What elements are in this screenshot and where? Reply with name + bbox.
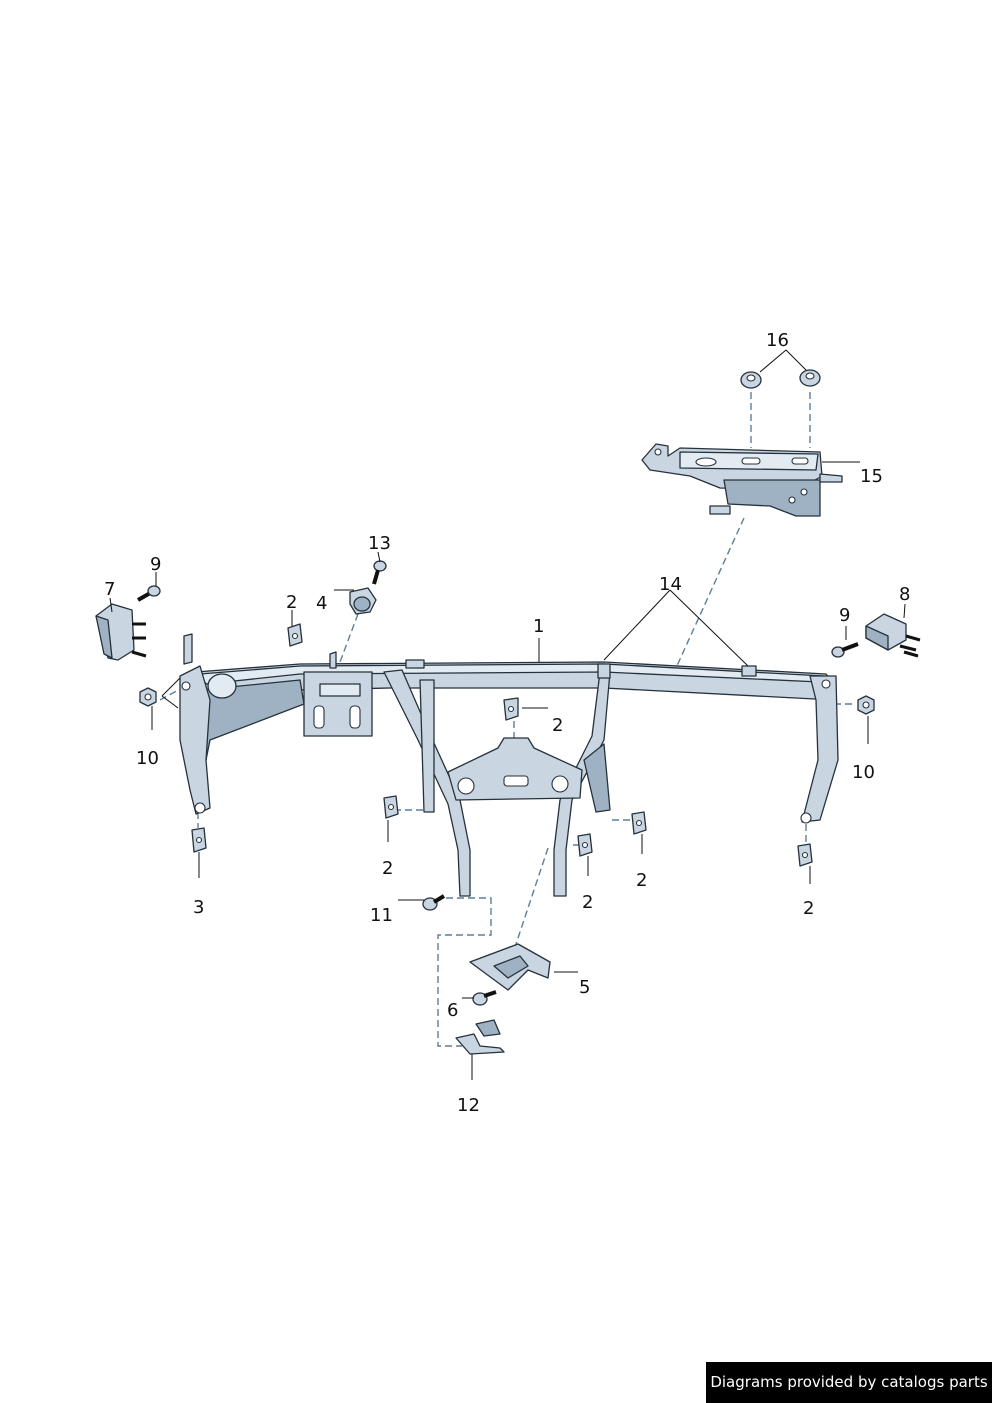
callout-12: 12 [457, 1095, 480, 1116]
support-part-12 [455, 1019, 505, 1055]
bracket-part-15 [641, 443, 843, 517]
nut-part-10-right [857, 695, 875, 715]
callout-8: 8 [899, 584, 910, 605]
bolt-part-9-right [831, 642, 859, 658]
callout-7: 7 [104, 579, 115, 600]
cross-member-part-1 [179, 633, 839, 897]
clip-nut-part-2-b [503, 697, 519, 721]
callout-2-a: 2 [286, 592, 297, 613]
callout-2-e: 2 [636, 870, 647, 891]
callout-11: 11 [370, 905, 393, 926]
nut-part-10-left [139, 687, 157, 707]
callout-2-b: 2 [552, 715, 563, 736]
callout-1: 1 [533, 616, 544, 637]
callout-2-d: 2 [582, 892, 593, 913]
callout-3: 3 [193, 897, 204, 918]
callout-15: 15 [860, 466, 883, 487]
callout-labels: 1 2 2 2 2 2 2 3 4 5 6 7 8 9 9 10 10 11 1… [104, 330, 910, 1116]
nut-part-16-left [740, 371, 762, 389]
callout-6: 6 [447, 1000, 458, 1021]
bolt-part-6 [472, 990, 497, 1006]
clip-nut-part-2-c [383, 795, 399, 819]
callout-2-c: 2 [382, 858, 393, 879]
mount-part-8 [865, 613, 921, 658]
clip-nut-part-2-a [287, 623, 303, 647]
clip-nut-part-2-f [797, 843, 813, 867]
callout-9-right: 9 [839, 605, 850, 626]
callout-leader-lines [109, 349, 906, 1080]
callout-13: 13 [368, 533, 391, 554]
callout-14: 14 [659, 574, 682, 595]
callout-4: 4 [316, 593, 327, 614]
diagram-credit-banner: Diagrams provided by catalogs parts [706, 1362, 992, 1403]
callout-16: 16 [766, 330, 789, 351]
bolt-part-11 [422, 894, 446, 911]
mount-part-7 [95, 603, 147, 661]
callout-10-right: 10 [852, 762, 875, 783]
callout-2-f: 2 [803, 898, 814, 919]
buffer-part-4 [349, 587, 377, 615]
bracket-part-5 [469, 943, 551, 991]
nut-part-16-right [799, 369, 821, 387]
callout-9-left: 9 [150, 554, 161, 575]
clip-part-3 [191, 827, 207, 853]
clip-nut-part-2-e [631, 811, 647, 835]
bolt-part-9-left [137, 585, 161, 602]
clip-nut-part-2-d [577, 833, 593, 857]
bolt-part-13 [372, 560, 387, 585]
callout-5: 5 [579, 977, 590, 998]
callout-10-left: 10 [136, 748, 159, 769]
